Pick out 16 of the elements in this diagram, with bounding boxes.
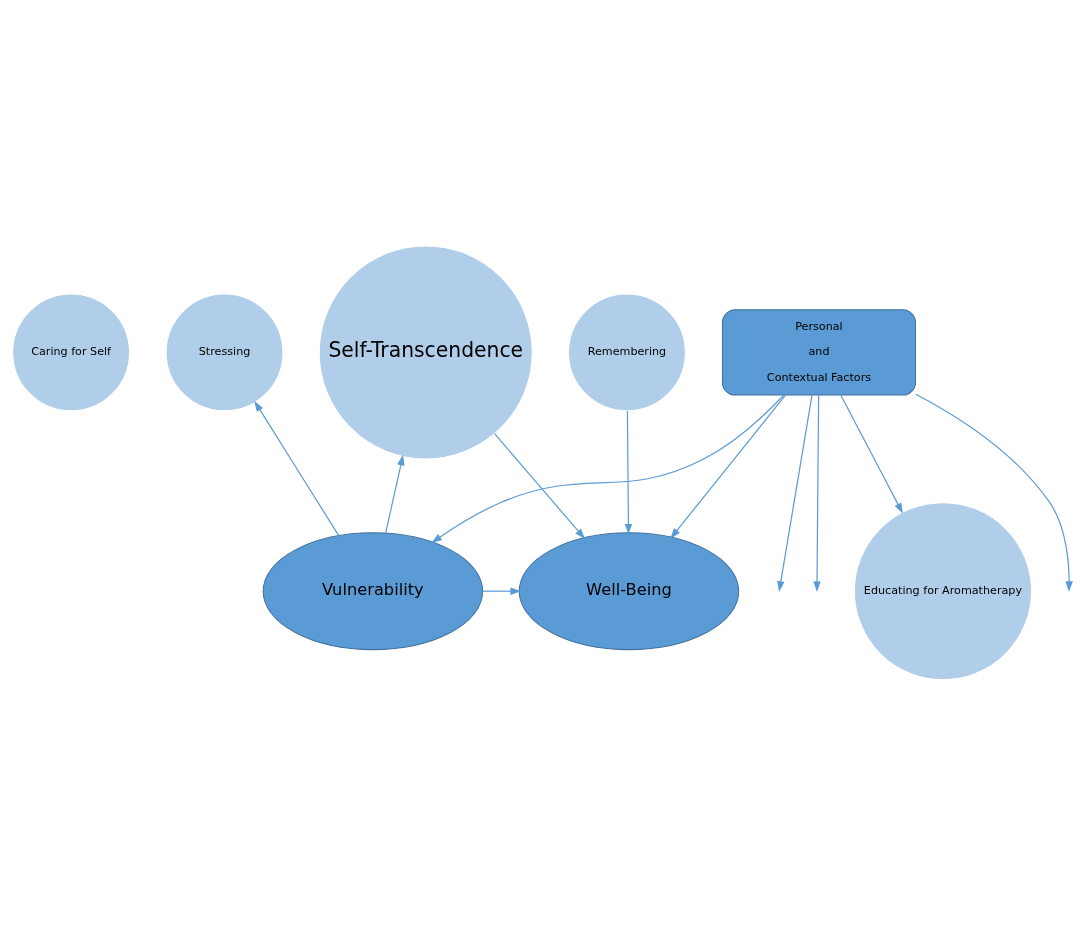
- node-box: Personal and Contextual Factors: [721, 309, 917, 396]
- arrow: [493, 432, 586, 540]
- arrow: [813, 394, 821, 592]
- node-circle: Self-Transcendence: [318, 245, 533, 460]
- arrow: [624, 410, 633, 535]
- arrow: [670, 394, 787, 539]
- node-ellipse: Well-Being: [518, 532, 740, 651]
- node-circle: Caring for Self: [12, 293, 131, 412]
- arrow: [777, 394, 813, 592]
- arrow: [482, 587, 521, 595]
- arrow: [840, 394, 903, 514]
- arrow: [915, 393, 1073, 592]
- node-circle: Remembering: [568, 293, 686, 412]
- arrow: [254, 400, 340, 536]
- arrow: [385, 454, 405, 534]
- arrow: [431, 394, 785, 543]
